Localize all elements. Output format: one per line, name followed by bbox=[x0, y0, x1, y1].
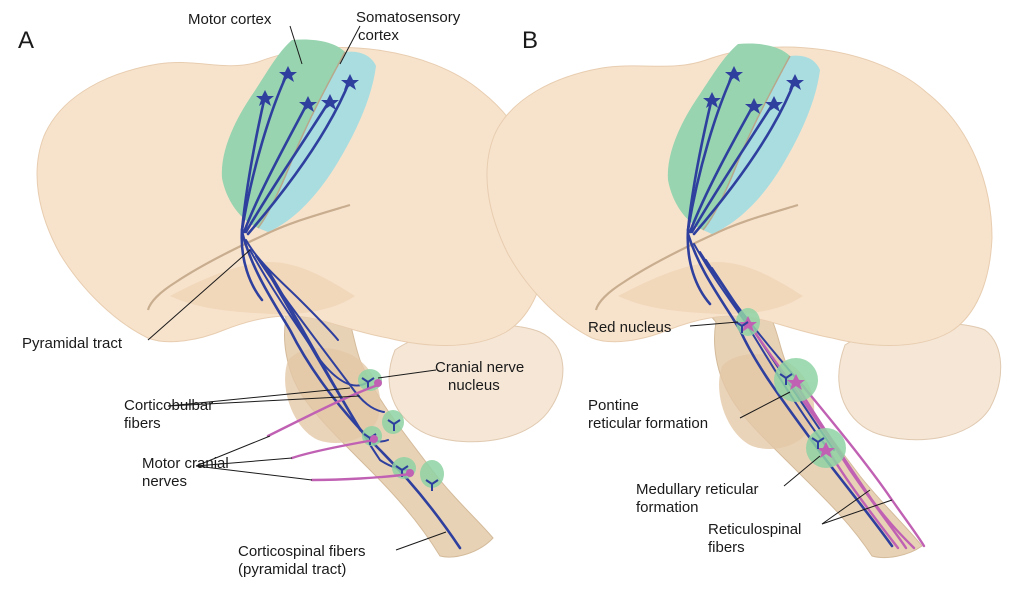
label-somatosensory-line2: cortex bbox=[358, 27, 399, 44]
label-pyramidal-tract: Pyramidal tract bbox=[22, 335, 123, 352]
lateral-sulcus-b bbox=[594, 203, 799, 311]
leaders-b bbox=[689, 321, 893, 525]
label-medullary-line2: formation bbox=[636, 499, 699, 516]
label-reticulospinal-line1: Reticulospinal bbox=[708, 521, 801, 538]
label-reticulospinal-line2: fibers bbox=[708, 539, 745, 556]
panel-b: B Red nucleus Pontine reticular formatio… bbox=[486, 27, 1002, 559]
star-neuron-icon bbox=[256, 90, 274, 106]
star-neuron-icon bbox=[765, 96, 783, 112]
panel-letter-b: B bbox=[522, 27, 538, 54]
label-corticospinal-line1: Corticospinal fibers bbox=[238, 543, 366, 560]
star-neuron-icon bbox=[786, 74, 804, 90]
label-corticospinal-line2: (pyramidal tract) bbox=[238, 561, 346, 578]
central-sulcus-b bbox=[702, 55, 791, 231]
label-corticobulbar-line2: fibers bbox=[124, 415, 161, 432]
y-synapse-icon bbox=[425, 479, 439, 491]
label-red-nucleus: Red nucleus bbox=[588, 319, 671, 336]
star-neuron-icon bbox=[703, 92, 721, 108]
star-neuron-icon bbox=[341, 74, 359, 90]
panel-a: A Motor cortex Somatosensory cortex Pyra… bbox=[18, 9, 564, 578]
star-neuron-icon bbox=[299, 96, 317, 112]
label-cranial-nerve-line2: nucleus bbox=[448, 377, 500, 394]
temporal-shadow-a bbox=[170, 262, 355, 315]
star-neuron-icon bbox=[725, 66, 743, 82]
star-neuron-icon bbox=[321, 94, 339, 110]
reticular-neurons-b bbox=[739, 316, 835, 458]
y-synapse-icon bbox=[779, 373, 793, 385]
label-pontine-line2: reticular formation bbox=[588, 415, 708, 432]
y-synapse-icon bbox=[387, 419, 401, 431]
y-synapse-icon bbox=[811, 437, 825, 449]
synapses-b bbox=[735, 321, 825, 449]
label-somatosensory-line1: Somatosensory bbox=[356, 9, 461, 26]
label-cranial-nerve-line1: Cranial nerve bbox=[435, 359, 524, 376]
star-neuron-icon bbox=[817, 442, 835, 458]
label-motor-cranial-line2: nerves bbox=[142, 473, 187, 490]
lateral-sulcus-a bbox=[146, 203, 351, 311]
temporal-shadow-b bbox=[618, 262, 803, 315]
label-pontine-line1: Pontine bbox=[588, 397, 639, 414]
label-motor-cortex: Motor cortex bbox=[188, 11, 272, 28]
motor-cranial-nerves-a bbox=[266, 379, 414, 482]
star-neuron-icon bbox=[745, 98, 763, 114]
label-corticobulbar-line1: Corticobulbar bbox=[124, 397, 213, 414]
label-medullary-line1: Medullary reticular bbox=[636, 481, 759, 498]
label-motor-cranial-line1: Motor cranial bbox=[142, 455, 229, 472]
leaders-a bbox=[147, 25, 447, 551]
star-neuron-icon bbox=[787, 374, 805, 390]
cortical-neurons-b bbox=[703, 66, 804, 114]
star-neuron-icon bbox=[739, 316, 757, 332]
y-synapse-icon bbox=[735, 321, 749, 333]
panel-letter-a: A bbox=[18, 27, 34, 54]
star-neuron-icon bbox=[279, 66, 297, 82]
cortical-neurons-a bbox=[256, 66, 359, 112]
